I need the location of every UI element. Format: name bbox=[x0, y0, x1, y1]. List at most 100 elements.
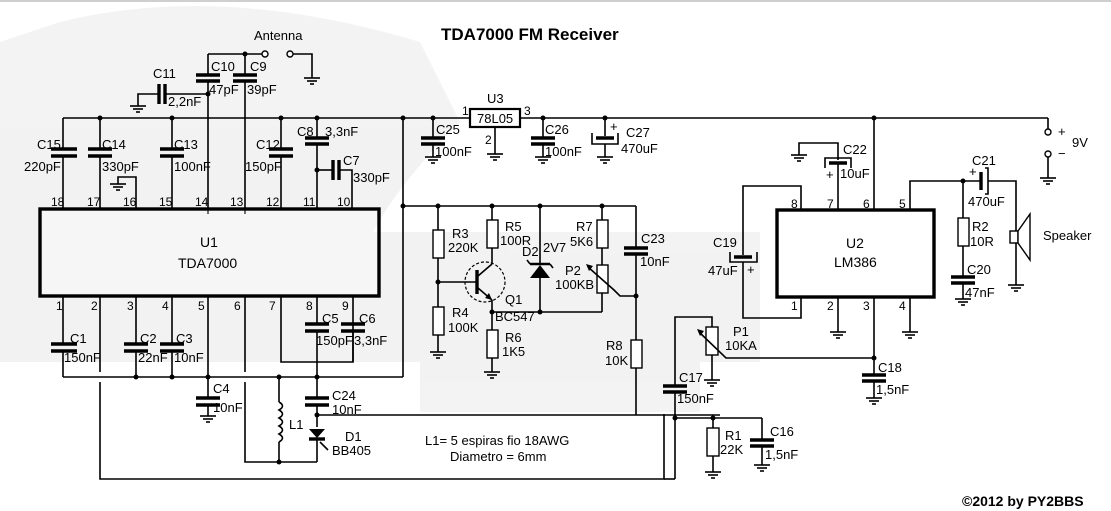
capacitor-c13: C13 100nF bbox=[160, 115, 211, 208]
u1-pin-9: 9 bbox=[342, 299, 349, 313]
u1-pin-17: 17 bbox=[87, 195, 101, 209]
c9-value: 39pF bbox=[247, 82, 277, 97]
c8-value: 3,3nF bbox=[325, 124, 358, 139]
c9-ref: C9 bbox=[250, 59, 267, 74]
c4-value: 10nF bbox=[213, 400, 243, 415]
u2-pin-8: 8 bbox=[791, 197, 798, 211]
c14-ref: C14 bbox=[102, 137, 126, 152]
u2-pin-5: 5 bbox=[899, 197, 906, 211]
u3-part: 78L05 bbox=[477, 111, 513, 126]
c2-value: 22nF bbox=[138, 350, 168, 365]
c18-value: 1,5nF bbox=[876, 382, 909, 397]
c1-value: 150nF bbox=[64, 350, 101, 365]
q1-ref: Q1 bbox=[505, 292, 522, 307]
r2-ref: R2 bbox=[972, 219, 989, 234]
u1-ref: U1 bbox=[200, 234, 218, 250]
ic-u2-lm386: U2 LM386 8 7 6 5 1 2 3 4 C18 1,5nF + C19… bbox=[708, 118, 1017, 405]
capacitor-c8: C8 3,3nF bbox=[297, 115, 358, 208]
u1-pin-15: 15 bbox=[159, 195, 173, 209]
volume-network: P1 10KA C17 150nF R1 22K C16 1,5nF bbox=[663, 316, 874, 480]
r4-ref: R4 bbox=[452, 305, 469, 320]
c12-value: 150pF bbox=[245, 159, 282, 174]
r5-value: 100R bbox=[500, 233, 531, 248]
u1-pin-10: 10 bbox=[337, 195, 351, 209]
p1-ref: P1 bbox=[733, 324, 749, 339]
c3-value: 10nF bbox=[174, 350, 204, 365]
c7-ref: C7 bbox=[343, 153, 360, 168]
u1-pin-5: 5 bbox=[198, 299, 205, 313]
c16-ref: C16 bbox=[770, 424, 794, 439]
c27-ref: C27 bbox=[626, 125, 650, 140]
copyright: ©2012 by PY2BBS bbox=[962, 493, 1084, 509]
r7-value: 5K6 bbox=[570, 234, 593, 249]
u1-bottom-wiring: C1 150nF C2 22nF C3 10nF C4 10nF C5 150p… bbox=[51, 296, 665, 480]
svg-text:+: + bbox=[747, 262, 755, 277]
coil-note-line1: L1= 5 espiras fio 18AWG bbox=[425, 433, 569, 448]
c2-ref: C2 bbox=[140, 331, 157, 346]
c6-value: 3,3nF bbox=[354, 333, 387, 348]
u3-ref: U3 bbox=[487, 91, 504, 106]
c13-ref: C13 bbox=[174, 137, 198, 152]
svg-text:+: + bbox=[826, 167, 834, 182]
coil-note-line2: Diametro = 6mm bbox=[450, 449, 546, 464]
coil-note: L1= 5 espiras fio 18AWG Diametro = 6mm bbox=[425, 433, 569, 464]
c4-ref: C4 bbox=[213, 381, 230, 396]
u2-ref: U2 bbox=[846, 235, 864, 251]
r6-ref: R6 bbox=[505, 330, 522, 345]
r8-value: 10K bbox=[605, 353, 628, 368]
u1-part: TDA7000 bbox=[178, 255, 237, 271]
r3-value: 220K bbox=[448, 240, 479, 255]
tank-l1-c24-d1: L1 C24 10nF D1 BB405 bbox=[277, 377, 720, 462]
capacitor-c10: C10 47pF bbox=[196, 54, 239, 214]
u1-pin-8: 8 bbox=[306, 299, 313, 313]
u1-pin-16: 16 bbox=[123, 195, 137, 209]
r6-value: 1K5 bbox=[502, 344, 525, 359]
ic-u1-tda7000: U1 TDA7000 18 17 16 15 14 13 12 11 10 1 … bbox=[38, 195, 381, 313]
c6-ref: C6 bbox=[359, 311, 376, 326]
p2-ref: P2 bbox=[565, 263, 581, 278]
c19-value: 47uF bbox=[708, 263, 738, 278]
speaker: Speaker bbox=[1008, 211, 1092, 292]
c18-ref: C18 bbox=[878, 360, 902, 375]
c15-ref: C15 bbox=[37, 137, 61, 152]
d2-value: 2V7 bbox=[543, 240, 566, 255]
capacitor-c11: C11 2,2nF bbox=[130, 66, 211, 113]
c10-value: 47pF bbox=[209, 82, 239, 97]
pin16-ground bbox=[110, 176, 137, 208]
c8-ref: C8 bbox=[297, 124, 314, 139]
u1-pin-14: 14 bbox=[195, 195, 209, 209]
capacitor-c15: C15 220pF bbox=[24, 118, 77, 208]
u3-pin-2: 2 bbox=[485, 133, 492, 147]
u1-pin-11: 11 bbox=[303, 195, 316, 209]
c22-ref: C22 bbox=[843, 142, 867, 157]
u1-pin-1: 1 bbox=[56, 299, 63, 313]
c23-ref: C23 bbox=[641, 231, 665, 246]
r2-value: 10R bbox=[970, 234, 994, 249]
c25-ref: C25 bbox=[436, 122, 460, 137]
supply-voltage-label: 9V bbox=[1072, 135, 1088, 150]
c23-value: 10nF bbox=[640, 254, 670, 269]
capacitor-c7: C7 330pF bbox=[314, 153, 390, 208]
supply-plus-label: + bbox=[1058, 124, 1066, 139]
speaker-label: Speaker bbox=[1043, 228, 1092, 243]
c17-value: 150nF bbox=[677, 391, 714, 406]
c12-ref: C12 bbox=[256, 137, 280, 152]
c24-value: 10nF bbox=[332, 402, 362, 417]
l1-ref: L1 bbox=[289, 417, 303, 432]
u1-right-bus bbox=[400, 118, 636, 377]
c10-ref: C10 bbox=[211, 59, 235, 74]
c14-value: 330pF bbox=[102, 159, 139, 174]
c1-ref: C1 bbox=[70, 331, 87, 346]
d2-ref: D2 bbox=[522, 244, 539, 259]
r8-ref: R8 bbox=[606, 338, 623, 353]
c21-value: 470uF bbox=[968, 194, 1005, 209]
c22-value: 10uF bbox=[840, 166, 870, 181]
c16-value: 1,5nF bbox=[765, 447, 798, 462]
c11-value: 2,2nF bbox=[168, 94, 201, 109]
p2-value: 100KB bbox=[555, 277, 594, 292]
supply-minus-label: − bbox=[1058, 146, 1066, 161]
svg-text:+: + bbox=[969, 164, 977, 179]
c20-ref: C20 bbox=[967, 262, 991, 277]
c7-value: 330pF bbox=[353, 170, 390, 185]
